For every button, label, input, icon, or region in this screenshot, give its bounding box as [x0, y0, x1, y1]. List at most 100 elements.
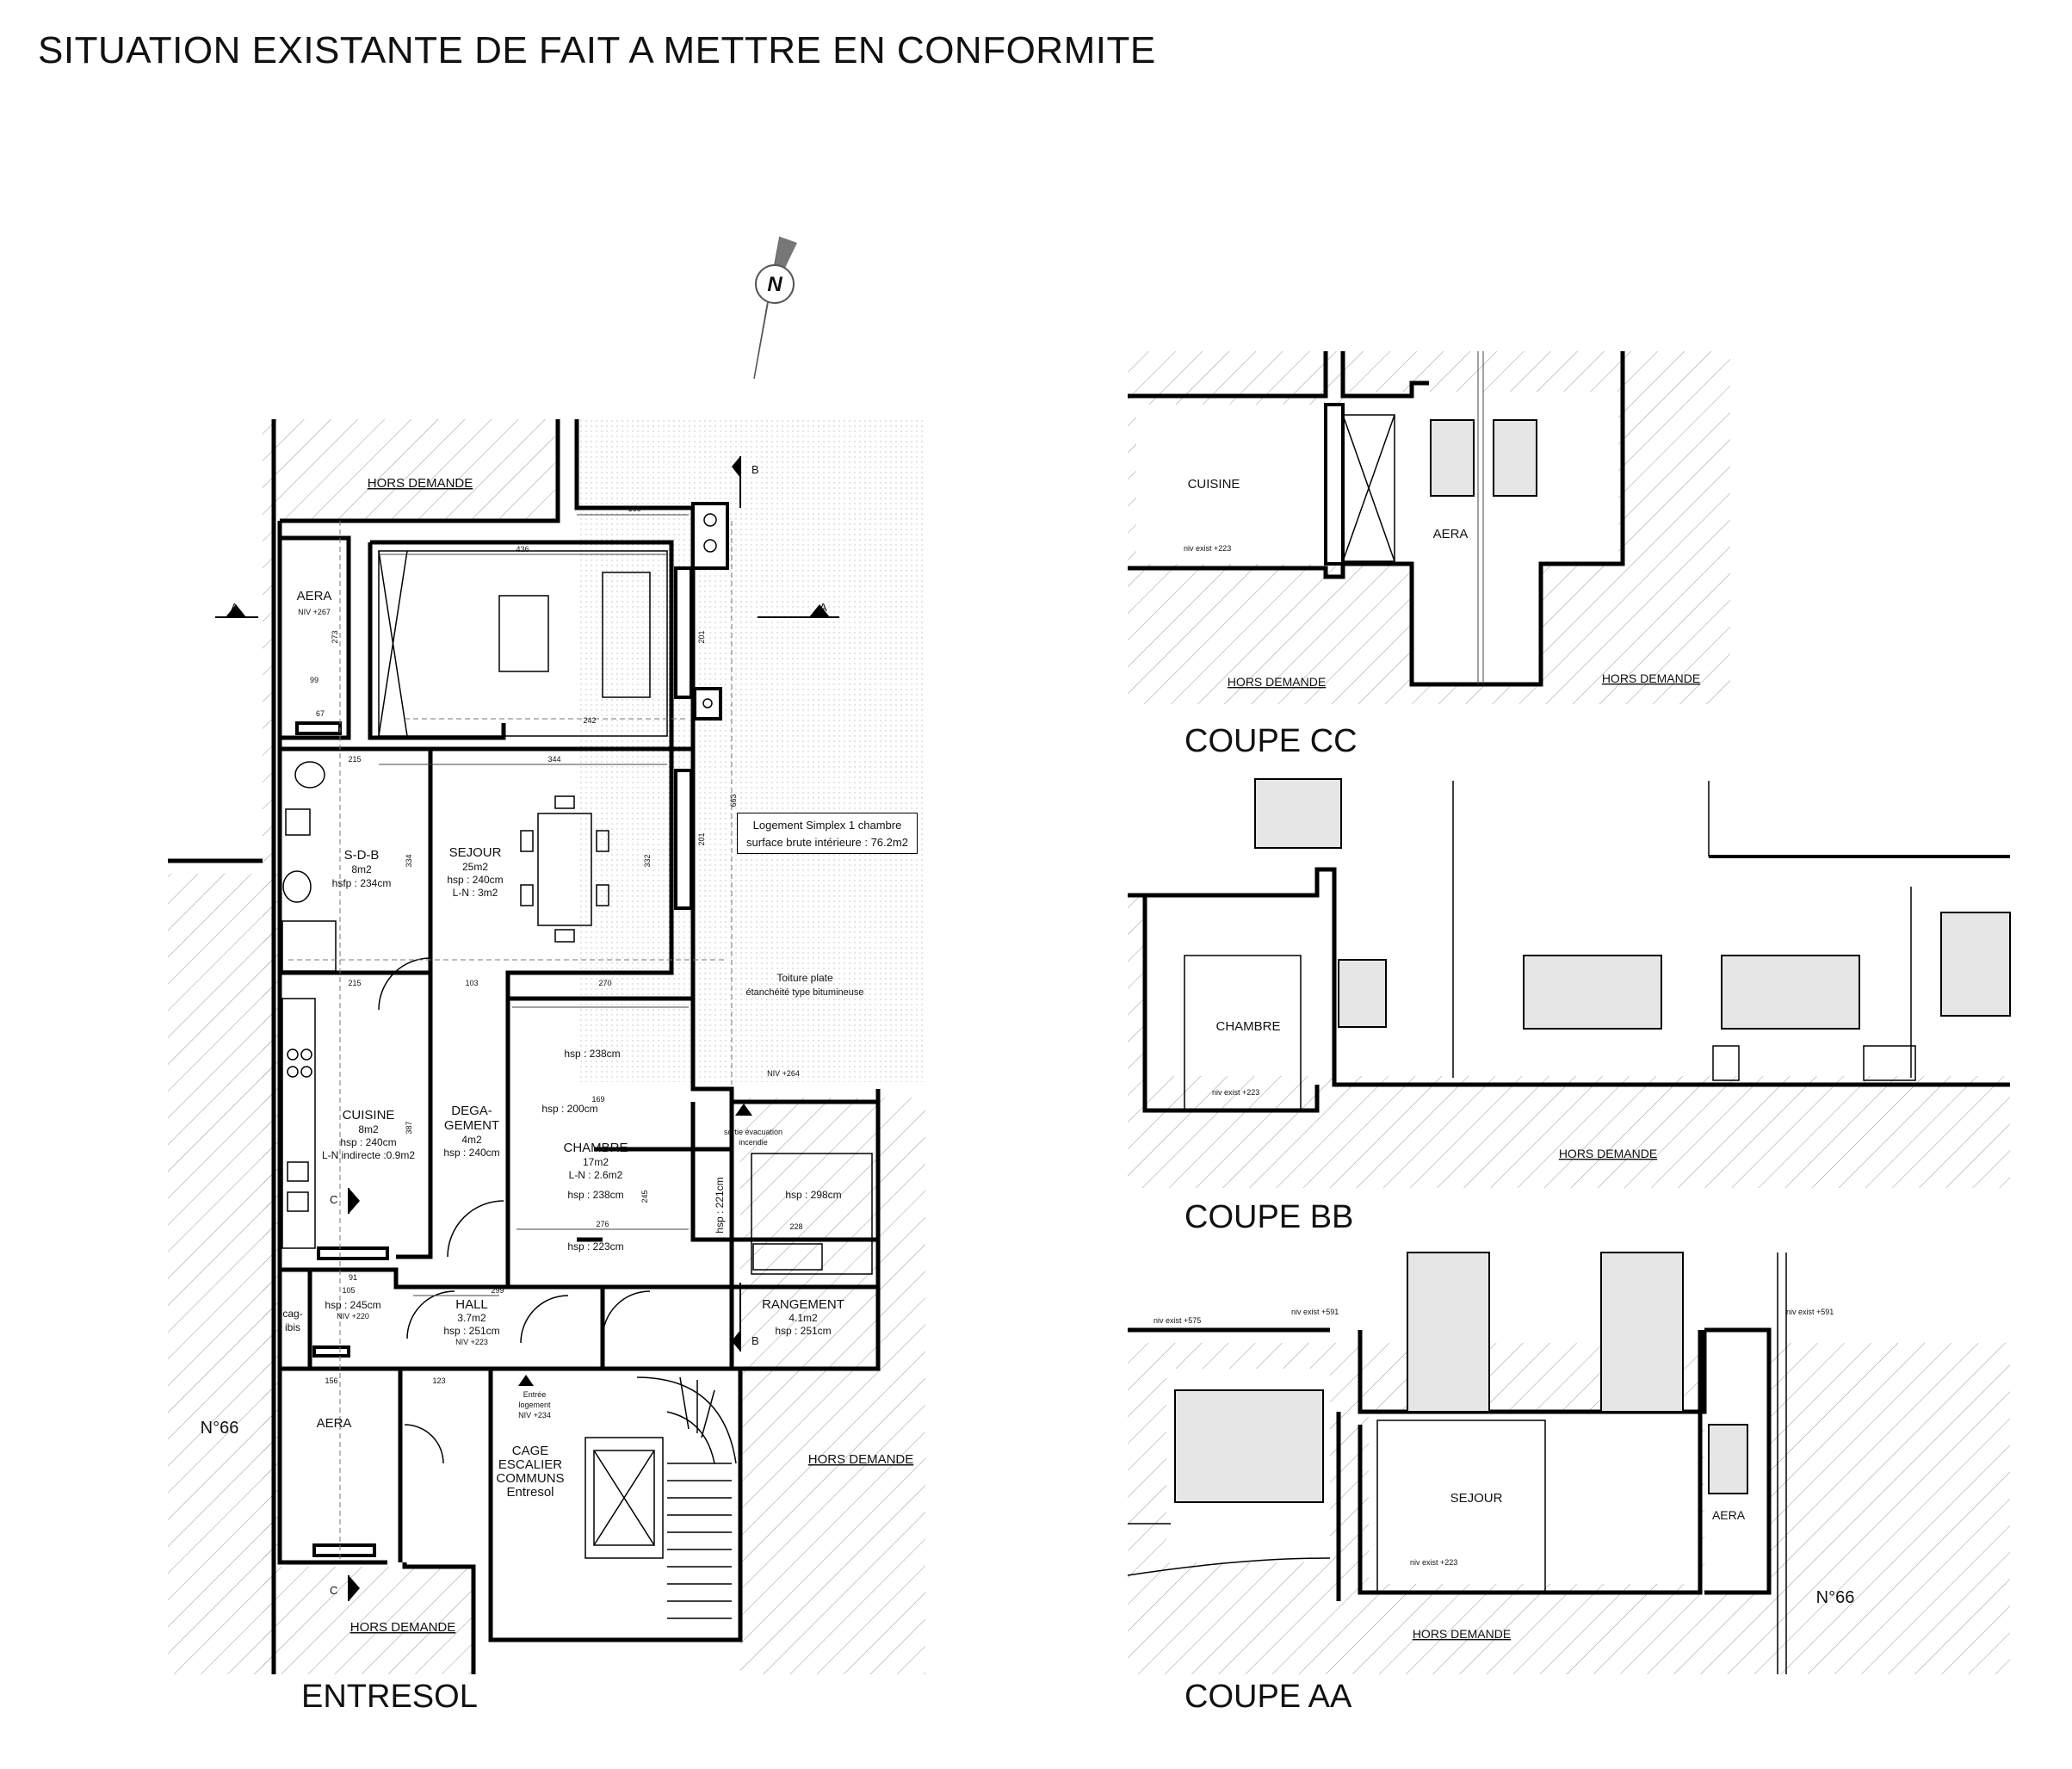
page-title: SITUATION EXISTANTE DE FAIT A METTRE EN … — [38, 29, 1156, 71]
svg-text:436: 436 — [516, 545, 529, 554]
svg-text:niv exist +591: niv exist +591 — [1786, 1308, 1834, 1316]
room-name: SEJOUR — [449, 845, 502, 860]
svg-text:Entrée: Entrée — [523, 1390, 547, 1399]
svg-text:sortie évacuation: sortie évacuation — [724, 1128, 782, 1136]
fire-exit-triangle — [735, 1104, 752, 1116]
svg-text:8m2: 8m2 — [351, 863, 372, 875]
svg-text:N°66: N°66 — [1816, 1588, 1855, 1607]
svg-text:215: 215 — [348, 979, 361, 987]
svg-text:4m2: 4m2 — [461, 1134, 482, 1146]
section-c-label: C — [330, 1584, 337, 1597]
entresol-plan — [168, 236, 925, 1676]
svg-text:334: 334 — [405, 854, 413, 867]
room-name: AERA — [317, 1416, 352, 1431]
section-marker-c-bottom — [348, 1575, 360, 1601]
svg-text:L-N indirecte :0.9m2: L-N indirecte :0.9m2 — [322, 1149, 415, 1161]
svg-text:NIV +267: NIV +267 — [298, 608, 331, 616]
dining-table — [537, 813, 592, 926]
svg-text:niv exist +223: niv exist +223 — [1212, 1088, 1259, 1097]
svg-text:663: 663 — [729, 794, 738, 807]
shower — [281, 920, 337, 972]
view-title-coupe-bb: COUPE BB — [1184, 1199, 1354, 1235]
svg-text:hsfp : 234cm: hsfp : 234cm — [332, 877, 392, 889]
street-number: N°66 — [201, 1419, 239, 1438]
section-a-label: A — [231, 601, 238, 614]
section-c-label: C — [330, 1193, 337, 1206]
coffee-table — [498, 595, 549, 672]
info-box: Logement Simplex 1 chambre surface brute… — [737, 813, 918, 854]
room-name: HALL — [455, 1297, 488, 1312]
svg-text:245: 245 — [640, 1190, 649, 1203]
bed — [751, 1153, 873, 1275]
svg-text:25m2: 25m2 — [462, 861, 488, 873]
svg-text:hsp : 240cm: hsp : 240cm — [340, 1136, 396, 1148]
svg-text:91: 91 — [349, 1273, 357, 1282]
svg-text:étanchéité type bitumineuse: étanchéité type bitumineuse — [746, 987, 864, 998]
svg-text:CHAMBRE: CHAMBRE — [1215, 1019, 1280, 1034]
svg-text:123: 123 — [432, 1376, 445, 1385]
lift-shaft — [584, 1437, 664, 1559]
plan-labels: HORS DEMANDE HORS DEMANDE HORS DEMANDE N… — [201, 273, 914, 1635]
svg-text:242: 242 — [583, 716, 596, 725]
info-box-line1: Logement Simplex 1 chambre — [752, 819, 902, 832]
svg-text:HORS DEMANDE: HORS DEMANDE — [1602, 671, 1700, 685]
svg-text:228: 228 — [789, 1222, 802, 1231]
svg-text:Entresol: Entresol — [506, 1485, 554, 1500]
svg-text:niv exist +223: niv exist +223 — [1410, 1558, 1457, 1567]
section-b-label: B — [751, 1334, 759, 1347]
svg-text:niv exist +591: niv exist +591 — [1291, 1308, 1339, 1316]
hatch-left — [168, 874, 280, 1674]
room-name: CUISINE — [343, 1108, 395, 1123]
svg-text:hsp : 245cm: hsp : 245cm — [325, 1299, 380, 1311]
svg-text:3.7m2: 3.7m2 — [457, 1312, 486, 1324]
svg-text:L-N : 3m2: L-N : 3m2 — [453, 887, 498, 899]
svg-text:SEJOUR: SEJOUR — [1450, 1491, 1503, 1506]
svg-text:CUISINE: CUISINE — [1188, 477, 1240, 492]
info-box-line2: surface brute intérieure : 76.2m2 — [746, 836, 908, 849]
svg-text:hsp : 238cm: hsp : 238cm — [567, 1189, 623, 1201]
svg-text:logement: logement — [518, 1401, 551, 1409]
sofa — [602, 572, 651, 698]
svg-text:4.1m2: 4.1m2 — [789, 1312, 818, 1324]
svg-text:201: 201 — [697, 832, 706, 845]
svg-text:Toiture plate: Toiture plate — [776, 972, 833, 984]
section-marker-a-right — [758, 604, 839, 618]
svg-text:276: 276 — [596, 1220, 609, 1228]
svg-text:hsp : 298cm: hsp : 298cm — [785, 1189, 841, 1201]
coupe-cc: CUISINE AERA niv exist +223 HORS DEMANDE… — [1128, 351, 1730, 704]
svg-text:hsp : 223cm: hsp : 223cm — [567, 1240, 623, 1253]
section-b-label: B — [751, 463, 759, 476]
north-arrow — [753, 236, 797, 380]
svg-text:344: 344 — [547, 755, 560, 764]
svg-text:201: 201 — [697, 630, 706, 643]
section-marker-b-bottom — [732, 1283, 741, 1351]
svg-text:17m2: 17m2 — [583, 1156, 609, 1168]
svg-text:166: 166 — [628, 504, 640, 513]
entrance-triangle — [518, 1375, 534, 1386]
compass-letter: N — [767, 273, 782, 296]
svg-text:AERA: AERA — [1712, 1508, 1746, 1522]
hatch-party-wall — [263, 419, 273, 1676]
hors-demande-label: HORS DEMANDE — [350, 1620, 456, 1635]
stair-treads — [667, 1376, 732, 1619]
svg-text:HORS DEMANDE: HORS DEMANDE — [1228, 675, 1326, 689]
svg-text:hsp : 240cm: hsp : 240cm — [447, 874, 503, 886]
hatch-top-left — [271, 419, 555, 521]
svg-text:8m2: 8m2 — [358, 1123, 379, 1135]
room-name: DEGA- — [451, 1104, 492, 1118]
svg-text:387: 387 — [405, 1121, 413, 1134]
svg-text:215: 215 — [348, 755, 361, 764]
svg-text:ibis: ibis — [285, 1321, 300, 1333]
hors-demande-label: HORS DEMANDE — [368, 476, 473, 491]
svg-text:270: 270 — [598, 979, 611, 987]
section-a-label: A — [820, 601, 827, 614]
svg-text:169: 169 — [591, 1095, 604, 1104]
svg-text:299: 299 — [491, 1286, 504, 1295]
svg-text:hsp : 221cm: hsp : 221cm — [714, 1177, 726, 1233]
svg-text:hsp : 200cm: hsp : 200cm — [541, 1103, 597, 1115]
svg-text:105: 105 — [342, 1286, 355, 1295]
svg-text:99: 99 — [310, 676, 319, 684]
hatch-bottom — [280, 1567, 473, 1674]
kitchen-counter — [281, 998, 316, 1249]
